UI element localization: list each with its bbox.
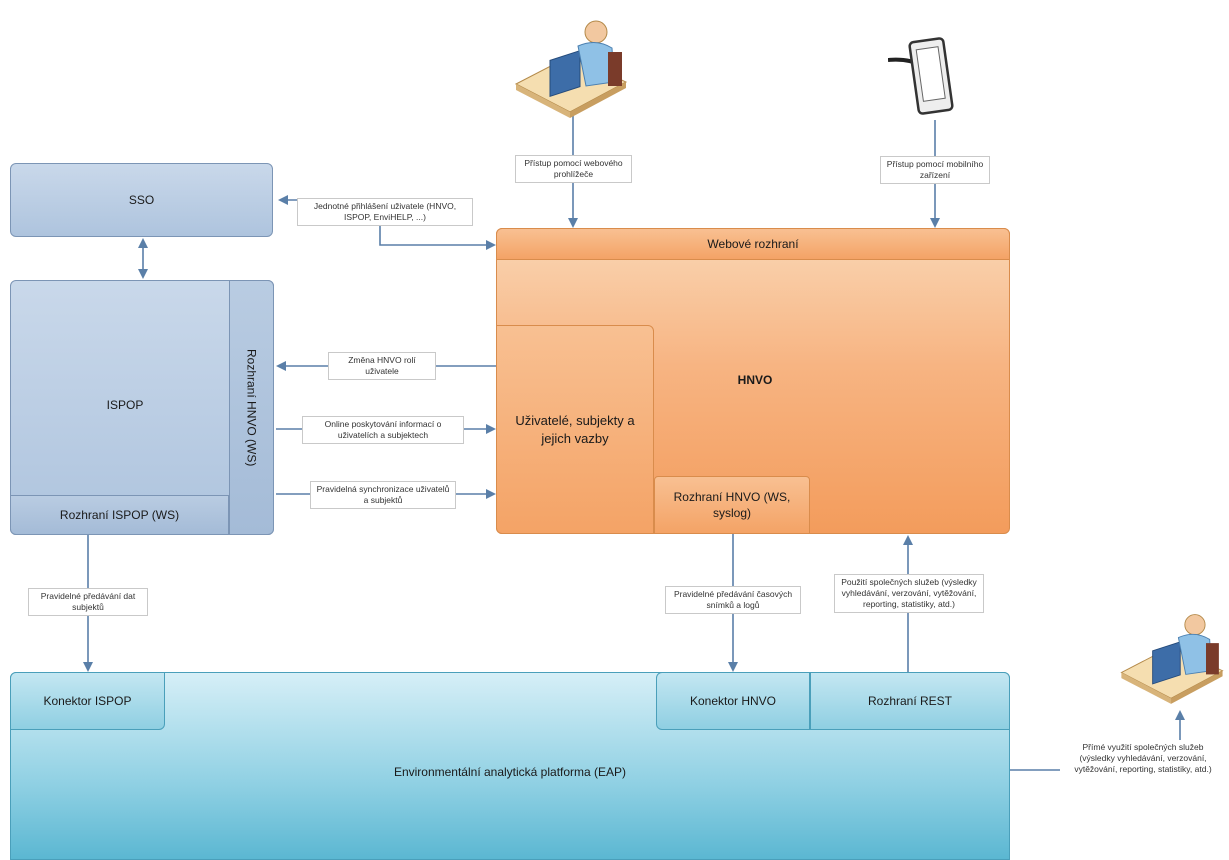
eap-label: Environmentální analytická platforma (EA… [393,765,627,779]
sso-label: SSO [128,193,155,207]
users-subjects-node: Uživatelé, subjekty a jejich vazby [496,325,654,534]
edge-label-direct-services: Přímé využití společných služeb (výsledk… [1060,740,1226,777]
edge-label-role-change: Změna HNVO rolí uživatele [328,352,436,380]
hnvo-label: HNVO [737,373,773,387]
edge-label-hnvo-eap: Pravidelné předávání časových snímků a l… [665,586,801,614]
edge-label-mobile-access: Přístup pomocí mobilního zařízení [880,156,990,184]
edge-label-ispop-eap: Pravidelné předávání dat subjektů [28,588,148,616]
users-subjects-label: Uživatelé, subjekty a jejich vazby [515,412,635,446]
mobile-device-icon [888,37,954,115]
ispop-hnvo-ws-label: Rozhraní HNVO (WS) [244,348,259,467]
ispop-label: ISPOP [106,398,144,412]
edge-label-sso-login: Jednotné přihlášení uživatele (HNVO, ISP… [297,198,473,226]
rest-label: Rozhraní REST [867,694,953,708]
desktop-user-icon [514,20,628,118]
konektor-ispop-label: Konektor ISPOP [43,694,132,708]
konektor-hnvo-label: Konektor HNVO [689,694,777,708]
konektor-hnvo: Konektor HNVO [656,672,810,730]
konektor-ispop: Konektor ISPOP [10,672,165,730]
web-ui-interface: Webové rozhraní [496,228,1010,260]
ispop-ws-label: Rozhraní ISPOP (WS) [59,508,180,522]
edge-label-sync: Pravidelná synchronizace uživatelů a sub… [310,481,456,509]
ispop-hnvo-ws-interface: Rozhraní HNVO (WS) [229,280,274,535]
edge-label-online-info: Online poskytování informací o uživatelí… [302,416,464,444]
edge-label-rest-services: Použití společných služeb (výsledky vyhl… [834,574,984,613]
hnvo-ws-syslog-label: Rozhraní HNVO (WS, syslog) [673,490,791,520]
rest-interface: Rozhraní REST [810,672,1010,730]
sso-node: SSO [10,163,273,237]
edge-label-web-access: Přístup pomocí webového prohlížeče [515,155,632,183]
ispop-ws-interface: Rozhraní ISPOP (WS) [10,495,229,535]
web-ui-label: Webové rozhraní [707,237,799,251]
hnvo-ws-syslog-interface: Rozhraní HNVO (WS, syslog) [654,476,810,534]
desktop-user-icon [1120,614,1224,704]
